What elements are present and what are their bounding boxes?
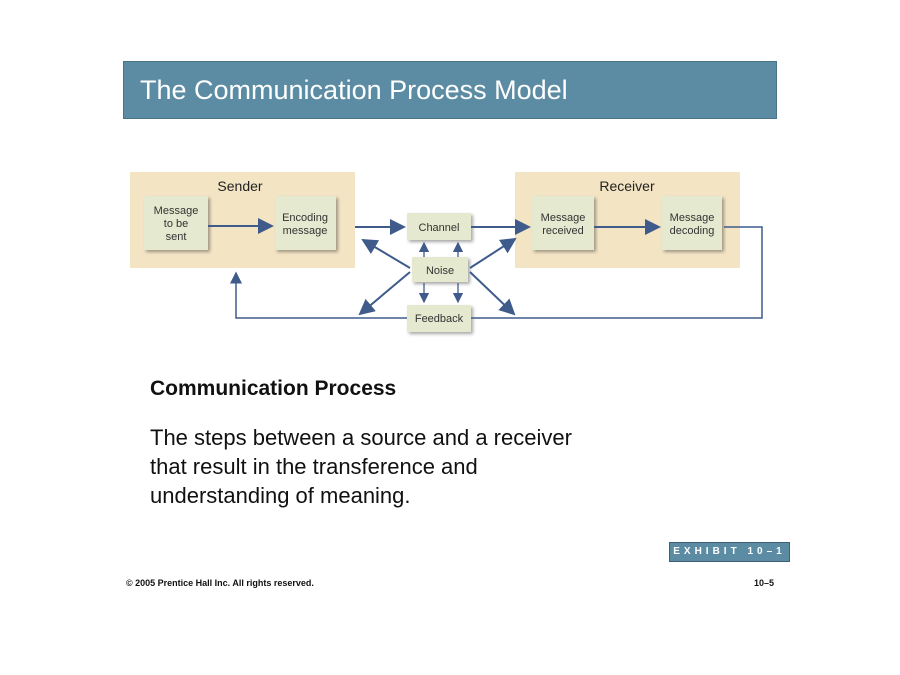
encoding-l2: message [283, 225, 328, 237]
title-bar: The Communication Process Model [123, 61, 777, 119]
arrow-noise-to-sender [361, 238, 411, 269]
noise-box [412, 257, 468, 282]
arrow-noise-to-feedback-right [469, 271, 516, 316]
message-received-l2: received [542, 225, 584, 237]
encoding-box [275, 196, 336, 250]
exhibit-badge: EXHIBIT 10–1 [669, 542, 790, 562]
channel-label: Channel [419, 222, 460, 234]
receiver-label: Receiver [599, 178, 655, 194]
message-received-box [532, 196, 594, 250]
sender-label: Sender [217, 178, 262, 194]
arrow-feedback-to-sender [230, 271, 407, 319]
line-decoding-to-feedback [471, 226, 763, 319]
encoding-l1: Encoding [282, 212, 328, 224]
noise-label: Noise [426, 265, 454, 277]
feedback-box [407, 305, 471, 332]
message-to-be-sent-l1: Message [154, 205, 199, 217]
channel-box [407, 213, 471, 240]
slide-title: The Communication Process Model [140, 75, 568, 105]
arrow-noise-to-receiver [469, 237, 517, 269]
feedback-label: Feedback [415, 313, 464, 325]
copyright: © 2005 Prentice Hall Inc. All rights res… [126, 578, 314, 588]
decoding-l1: Message [670, 212, 715, 224]
message-to-be-sent-box [144, 196, 208, 250]
message-to-be-sent-l3: sent [166, 231, 187, 243]
message-received-l1: Message [541, 212, 586, 224]
definition-text: The steps between a source and a receive… [150, 425, 572, 508]
message-to-be-sent-l2: to be [164, 218, 188, 230]
definition-heading: Communication Process [150, 377, 397, 400]
arrow-noise-to-feedback-left [358, 271, 411, 316]
page-number: 10–5 [754, 578, 775, 588]
decoding-box [662, 196, 722, 250]
decoding-l2: decoding [670, 225, 715, 237]
